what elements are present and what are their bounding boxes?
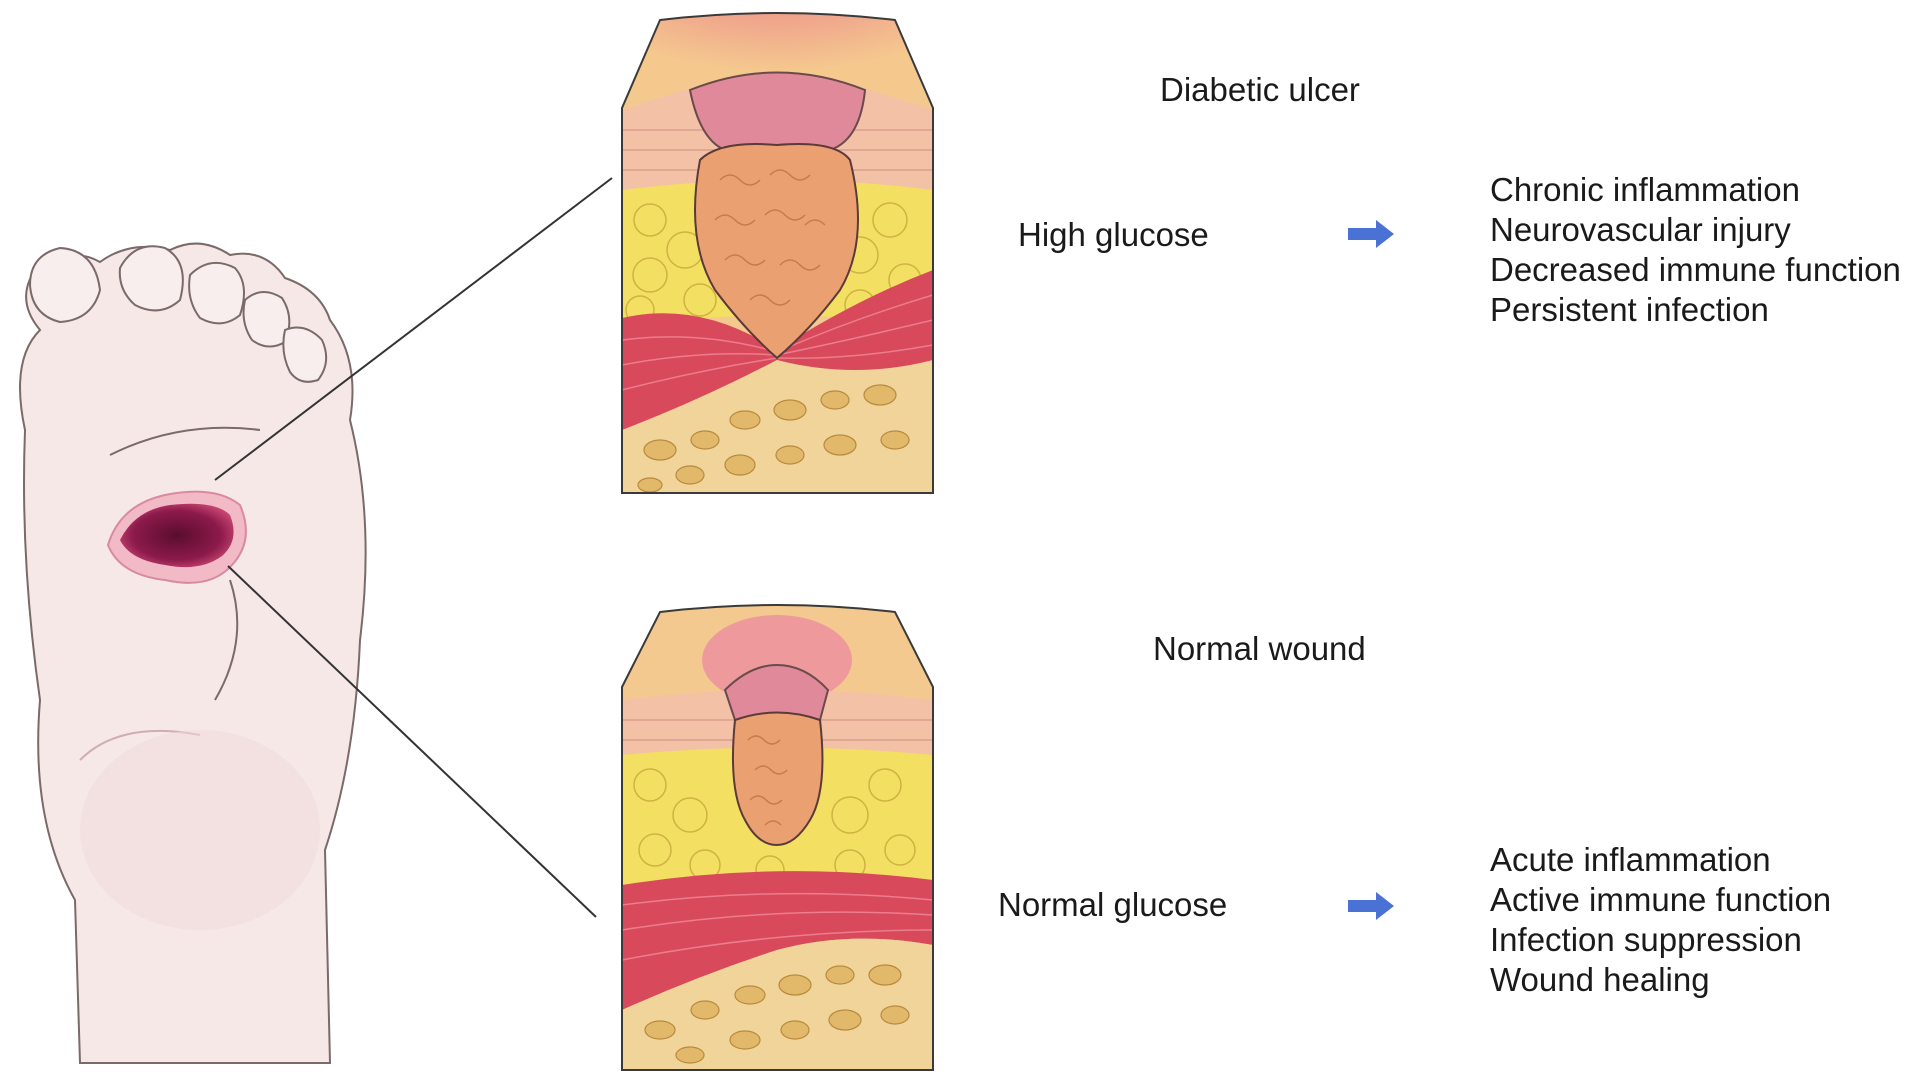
ulcer-icon (106, 490, 247, 584)
normal-effect-item: Infection suppression (1490, 921, 1802, 958)
normal-wound-title: Normal wound (1153, 630, 1366, 667)
diabetic-panel-border (621, 12, 934, 494)
normal-glucose-label: Normal glucose (998, 886, 1228, 923)
normal-effect-item: Acute inflammation (1490, 841, 1771, 878)
normal-panel-border (621, 604, 934, 1071)
arrow-right-icon (1348, 220, 1394, 248)
foot-illustration (19, 242, 367, 1064)
diabetic-ulcer-title: Diabetic ulcer (1160, 71, 1360, 108)
connector-line-bottom (227, 565, 597, 918)
arrow-right-icon (1348, 892, 1394, 920)
diabetic-effect-item: Decreased immune function (1490, 251, 1901, 288)
normal-effect-item: Active immune function (1490, 881, 1832, 918)
diabetic-effect-item: Chronic inflammation (1490, 171, 1800, 208)
normal-effect-item: Wound healing (1490, 961, 1710, 998)
normal-effects-list: Acute inflammation Active immune functio… (1490, 840, 1831, 1000)
diabetic-effect-item: Neurovascular injury (1490, 211, 1791, 248)
diabetic-effect-item: Persistent infection (1490, 291, 1769, 328)
connector-line-top (214, 177, 613, 481)
normal-wound-tissue-panel (622, 605, 933, 1070)
diabetic-effects-list: Chronic inflammation Neurovascular injur… (1490, 170, 1901, 330)
diabetic-ulcer-tissue-panel (622, 13, 933, 493)
high-glucose-label: High glucose (1018, 216, 1209, 253)
